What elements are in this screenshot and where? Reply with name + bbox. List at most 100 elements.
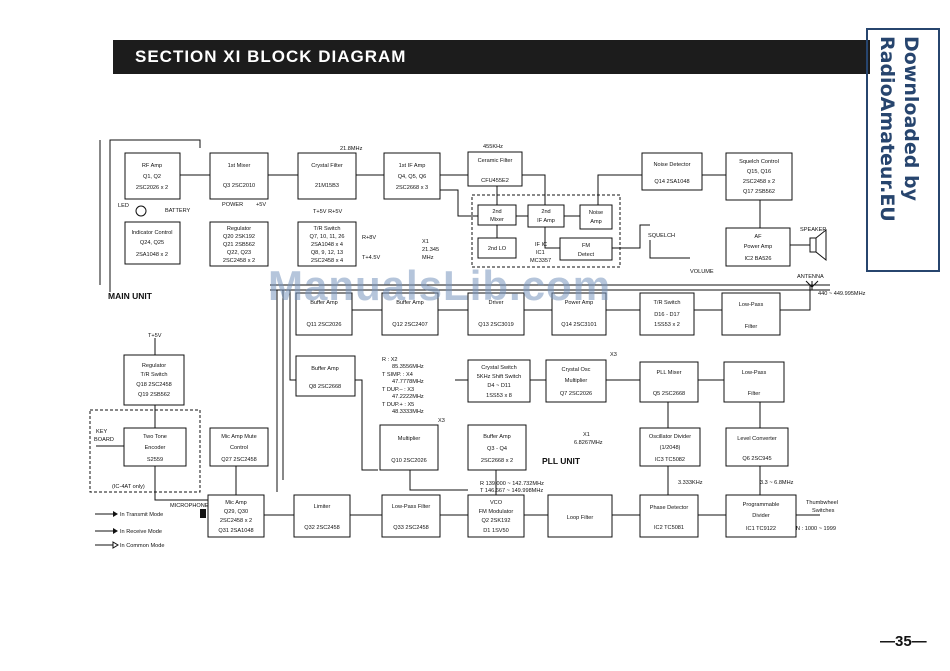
svg-text:Q14 2SA1048: Q14 2SA1048 xyxy=(654,179,689,185)
svg-text:Regulator: Regulator xyxy=(227,226,251,232)
svg-text:Loop Filter: Loop Filter xyxy=(567,515,594,521)
svg-text:21.8MHz: 21.8MHz xyxy=(340,146,363,152)
header-bar xyxy=(113,40,870,74)
block-indicator-control: Indicator Control Q24, Q25 2SA1048 x 2 xyxy=(124,221,181,265)
svg-text:Q31 2SA1048: Q31 2SA1048 xyxy=(218,528,253,534)
svg-text:VOLUME: VOLUME xyxy=(690,269,714,275)
svg-text:IC1: IC1 xyxy=(536,250,545,256)
svg-text:2SC2458 x 2: 2SC2458 x 2 xyxy=(223,258,255,264)
svg-text:1st Mixer: 1st Mixer xyxy=(228,163,251,169)
svg-text:Buffer Amp: Buffer Amp xyxy=(396,300,424,306)
svg-text:IC2 BA526: IC2 BA526 xyxy=(744,256,771,262)
svg-text:2nd LO: 2nd LO xyxy=(488,246,507,252)
svg-text:IC1 TC9122: IC1 TC9122 xyxy=(746,526,776,532)
download-label-line2: RadioAmateur.EU xyxy=(876,36,898,222)
svg-text:T+4.5V: T+4.5V xyxy=(362,255,380,261)
block-limiter: Limiter Q32 2SC2458 xyxy=(293,494,351,538)
svg-text:X3: X3 xyxy=(438,418,445,424)
legend-arrows xyxy=(95,511,119,549)
svg-text:BOARD: BOARD xyxy=(94,437,114,443)
svg-text:Control: Control xyxy=(230,445,248,451)
main-frame-left xyxy=(109,139,201,292)
svg-text:AF: AF xyxy=(754,234,762,240)
svg-text:Power Amp: Power Amp xyxy=(744,244,773,250)
svg-text:FM: FM xyxy=(582,243,590,249)
svg-text:Switches: Switches xyxy=(812,508,835,514)
svg-text:Power Amp: Power Amp xyxy=(565,300,594,306)
svg-text:Detect: Detect xyxy=(578,252,595,258)
svg-text:CFU455E2: CFU455E2 xyxy=(481,178,509,184)
svg-text:2SC2458 x 4: 2SC2458 x 4 xyxy=(311,258,343,264)
svg-text:2SA1048 x 4: 2SA1048 x 4 xyxy=(311,242,343,248)
svg-text:Low-Pass Filter: Low-Pass Filter xyxy=(392,504,431,510)
block-mixer-1: 1st Mixer Q3 2SC2010 xyxy=(209,152,269,200)
svg-text:Q17 2SB562: Q17 2SB562 xyxy=(743,189,775,195)
svg-text:T/R Switch: T/R Switch xyxy=(653,300,680,306)
svg-text:Q33 2SC2458: Q33 2SC2458 xyxy=(393,525,428,531)
block-rf-amp: RF Amp Q1, Q2 2SC2026 x 2 xyxy=(124,152,181,200)
svg-text:N : 1000 ~ 1999: N : 1000 ~ 1999 xyxy=(796,526,836,532)
svg-text:3.333KHz: 3.333KHz xyxy=(678,480,703,486)
block-level-converter: Level Converter Q6 2SC945 xyxy=(725,427,789,467)
svg-text:21M15B3: 21M15B3 xyxy=(315,183,339,189)
svg-text:Ceramic Filter: Ceramic Filter xyxy=(478,158,513,164)
svg-text:MICROPHONE: MICROPHONE xyxy=(170,503,209,509)
block-low-pass-pll: Low-Pass Filter xyxy=(723,361,785,403)
svg-text:Q10 2SC2026: Q10 2SC2026 xyxy=(391,458,426,464)
svg-text:BATTERY: BATTERY xyxy=(165,208,191,214)
svg-text:Q22, Q23: Q22, Q23 xyxy=(227,250,251,256)
block-tr-switch-main: T/R Switch Q7, 10, 11, 26 2SA1048 x 4 Q8… xyxy=(297,221,357,267)
svg-text:48.3333MHz: 48.3333MHz xyxy=(392,409,424,415)
svg-text:Noise: Noise xyxy=(589,210,603,216)
block-ceramic-filter: Ceramic Filter CFU455E2 xyxy=(467,151,523,187)
svg-text:D4 ~ D11: D4 ~ D11 xyxy=(487,383,510,389)
svg-text:2SC2458 x 2: 2SC2458 x 2 xyxy=(743,179,775,185)
svg-text:5KHz Shift Switch: 5KHz Shift Switch xyxy=(477,374,521,380)
svg-text:RF Amp: RF Amp xyxy=(142,163,162,169)
svg-text:R : X2: R : X2 xyxy=(382,357,398,363)
svg-text:Q20 2SK192: Q20 2SK192 xyxy=(223,234,255,240)
block-buffer-amp-q11: Buffer Amp Q11 2SC2026 xyxy=(295,292,353,336)
svg-text:Filter: Filter xyxy=(745,324,758,330)
block-crystal-osc: Crystal Osc Multiplier Q7 2SC2026 xyxy=(545,359,607,403)
svg-text:+5V: +5V xyxy=(256,202,266,208)
svg-text:(1/2048): (1/2048) xyxy=(660,445,681,451)
svg-text:Q8, 9, 12, 13: Q8, 9, 12, 13 xyxy=(311,250,343,256)
svg-text:2nd: 2nd xyxy=(492,209,501,215)
svg-text:Programmable: Programmable xyxy=(743,502,780,508)
svg-text:2SC2458 x 2: 2SC2458 x 2 xyxy=(220,518,252,524)
svg-text:Q24, Q25: Q24, Q25 xyxy=(140,240,164,246)
svg-text:Crystal Osc: Crystal Osc xyxy=(562,367,591,373)
watermark-text: ManualsLib.com xyxy=(268,262,612,309)
svg-text:Indicator Control: Indicator Control xyxy=(131,230,172,236)
svg-text:X1: X1 xyxy=(583,432,590,438)
keyboard-frame xyxy=(89,409,201,493)
block-noise-amp: Noise Amp xyxy=(579,204,613,230)
svg-text:MHz: MHz xyxy=(422,255,434,261)
svg-text:R+8V: R+8V xyxy=(362,235,376,241)
svg-text:Q14 2SC3101: Q14 2SC3101 xyxy=(561,322,596,328)
svg-text:In Common Mode: In Common Mode xyxy=(120,543,164,549)
svg-text:PLL Mixer: PLL Mixer xyxy=(657,370,682,376)
svg-text:Q1, Q2: Q1, Q2 xyxy=(143,174,161,180)
svg-text:Q8 2SC2668: Q8 2SC2668 xyxy=(309,384,341,390)
svg-text:1SS53 x 2: 1SS53 x 2 xyxy=(654,322,680,328)
svg-text:T+5V: T+5V xyxy=(148,333,162,339)
block-phase-detector: Phase Detector IC2 TC5081 xyxy=(639,494,699,538)
svg-text:Q19 2SB562: Q19 2SB562 xyxy=(138,392,170,398)
svg-text:Q7 2SC2026: Q7 2SC2026 xyxy=(560,391,592,397)
svg-text:Mic Amp: Mic Amp xyxy=(225,500,246,506)
block-lo-2: 2nd LO xyxy=(477,237,517,259)
svg-text:Level Converter: Level Converter xyxy=(737,436,777,442)
svg-text:X1: X1 xyxy=(422,239,429,245)
block-low-pass-audio: Low-Pass Filter Q33 2SC2458 xyxy=(381,494,441,538)
block-multiplier: Multiplier Q10 2SC2026 xyxy=(379,424,439,471)
svg-text:2SC2668 x 2: 2SC2668 x 2 xyxy=(481,458,513,464)
svg-text:Mic Amp Mute: Mic Amp Mute xyxy=(221,434,256,440)
svg-text:Q15, Q16: Q15, Q16 xyxy=(747,169,771,175)
svg-text:47.2222MHz: 47.2222MHz xyxy=(392,394,424,400)
microphone-icon xyxy=(200,509,206,518)
svg-text:Q3 - Q4: Q3 - Q4 xyxy=(487,446,507,452)
block-pll-mixer: PLL Mixer Q5 2SC2668 xyxy=(639,361,699,403)
svg-text:2nd: 2nd xyxy=(541,209,550,215)
